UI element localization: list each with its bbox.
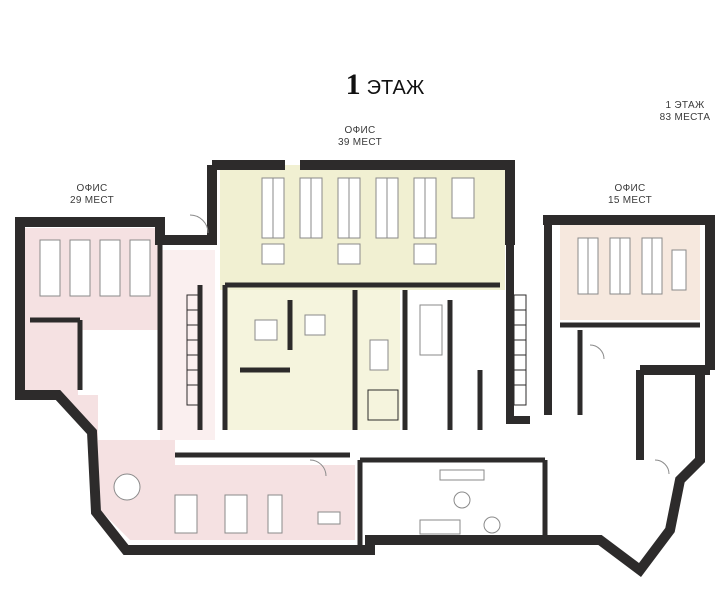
office-name: ОФИС [344,125,376,136]
desks-office-29 [39,239,341,534]
stairs [186,294,527,421]
meeting-furniture [254,304,501,535]
floor-summary: 1 ЭТАЖ 83 МЕСТА [640,100,725,124]
office-zone-29 [25,228,355,540]
summary-floor: 1 ЭТАЖ [665,100,705,111]
interior-walls [30,240,700,550]
office-label-29: ОФИС 29 МЕСТ [52,183,132,207]
desks-office-15 [577,237,687,295]
office-seats: 15 МЕСТ [608,195,652,206]
office-name: ОФИС [614,183,646,194]
floor-number: 1 [345,68,361,101]
desks-office-39 [261,177,475,265]
summary-seats: 83 МЕСТА [659,112,711,123]
office-name: ОФИС [76,183,108,194]
office-seats: 29 МЕСТ [70,195,114,206]
floor-word: ЭТАЖ [366,77,425,99]
floor-title: 1 ЭТАЖ [300,70,470,103]
office-label-15: ОФИС 15 МЕСТ [590,183,670,207]
office-seats: 39 МЕСТ [338,137,382,148]
office-label-39: ОФИС 39 МЕСТ [320,125,400,149]
door-swings [189,214,670,477]
